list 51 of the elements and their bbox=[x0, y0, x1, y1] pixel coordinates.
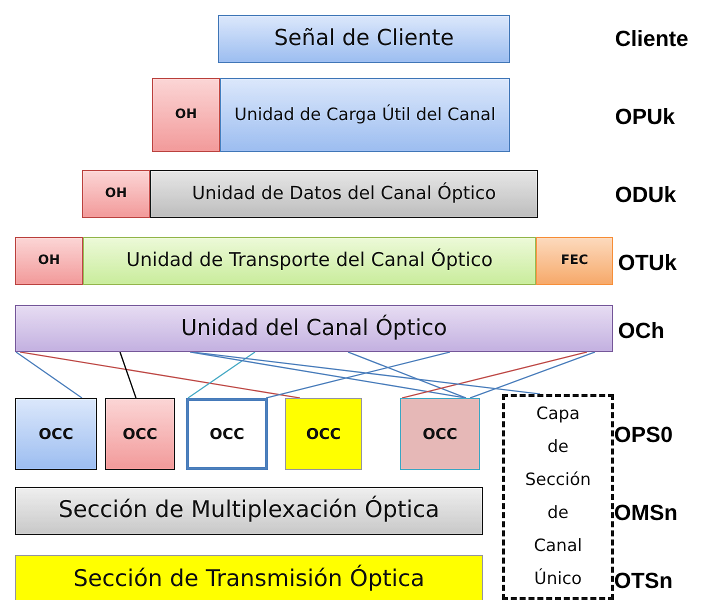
connector-line bbox=[119, 352, 137, 398]
layer-name: Capa de Sección de Canal Único bbox=[524, 402, 592, 592]
connector-line bbox=[402, 351, 588, 399]
layer-name: Señal de Cliente bbox=[273, 25, 455, 54]
layer-name: Unidad del Canal Óptico bbox=[180, 314, 448, 343]
layer-abbreviation: OMSn bbox=[614, 500, 678, 526]
channel-box bbox=[15, 398, 97, 470]
layer-abbreviation: OTSn bbox=[614, 568, 673, 594]
layer-box bbox=[15, 555, 483, 600]
box-label: OCC bbox=[38, 424, 74, 444]
connector-line bbox=[348, 351, 466, 399]
layer-box bbox=[15, 305, 613, 352]
box-label: OH bbox=[104, 185, 128, 203]
layer-name: Unidad de Transporte del Canal Óptico bbox=[125, 248, 494, 274]
box-label: OH bbox=[174, 106, 198, 124]
box-label: OCC bbox=[208, 424, 246, 444]
layer-box bbox=[502, 394, 614, 600]
connector-line bbox=[190, 351, 466, 399]
box-label: FEC bbox=[560, 252, 590, 270]
channel-box bbox=[400, 398, 480, 470]
layer-box bbox=[218, 15, 510, 63]
connector-line bbox=[188, 351, 256, 399]
channel-box bbox=[186, 398, 268, 470]
layer-box bbox=[150, 170, 538, 218]
box-label: OCC bbox=[305, 424, 342, 444]
layer-abbreviation: OTUk bbox=[618, 250, 677, 276]
layer-abbreviation: ODUk bbox=[615, 182, 676, 208]
connector-line bbox=[470, 351, 596, 399]
connector-line bbox=[20, 351, 300, 399]
layer-abbreviation: OPS0 bbox=[614, 422, 673, 448]
box-label: OCC bbox=[122, 424, 158, 444]
layer-box bbox=[83, 237, 536, 285]
fec-box bbox=[536, 237, 613, 285]
layer-abbreviation: Cliente bbox=[615, 26, 688, 52]
overhead-box bbox=[15, 237, 83, 285]
layer-name: Sección de Multiplexación Óptica bbox=[58, 495, 440, 526]
channel-box bbox=[105, 398, 175, 470]
layer-abbreviation: OPUk bbox=[615, 104, 675, 130]
connector-line bbox=[266, 351, 450, 399]
layer-name: Unidad de Carga Útil del Canal bbox=[233, 104, 497, 126]
layer-abbreviation: OCh bbox=[618, 318, 664, 344]
box-label: OH bbox=[37, 252, 61, 270]
box-label: OCC bbox=[422, 424, 458, 444]
channel-box bbox=[285, 398, 362, 470]
overhead-box bbox=[152, 78, 220, 152]
connector-line bbox=[16, 351, 82, 399]
layer-box bbox=[15, 487, 483, 535]
overhead-box bbox=[82, 170, 150, 218]
layer-box bbox=[220, 78, 510, 152]
layer-name: Unidad de Datos del Canal Óptico bbox=[190, 182, 497, 206]
layer-name: Sección de Transmisión Óptica bbox=[72, 564, 426, 594]
